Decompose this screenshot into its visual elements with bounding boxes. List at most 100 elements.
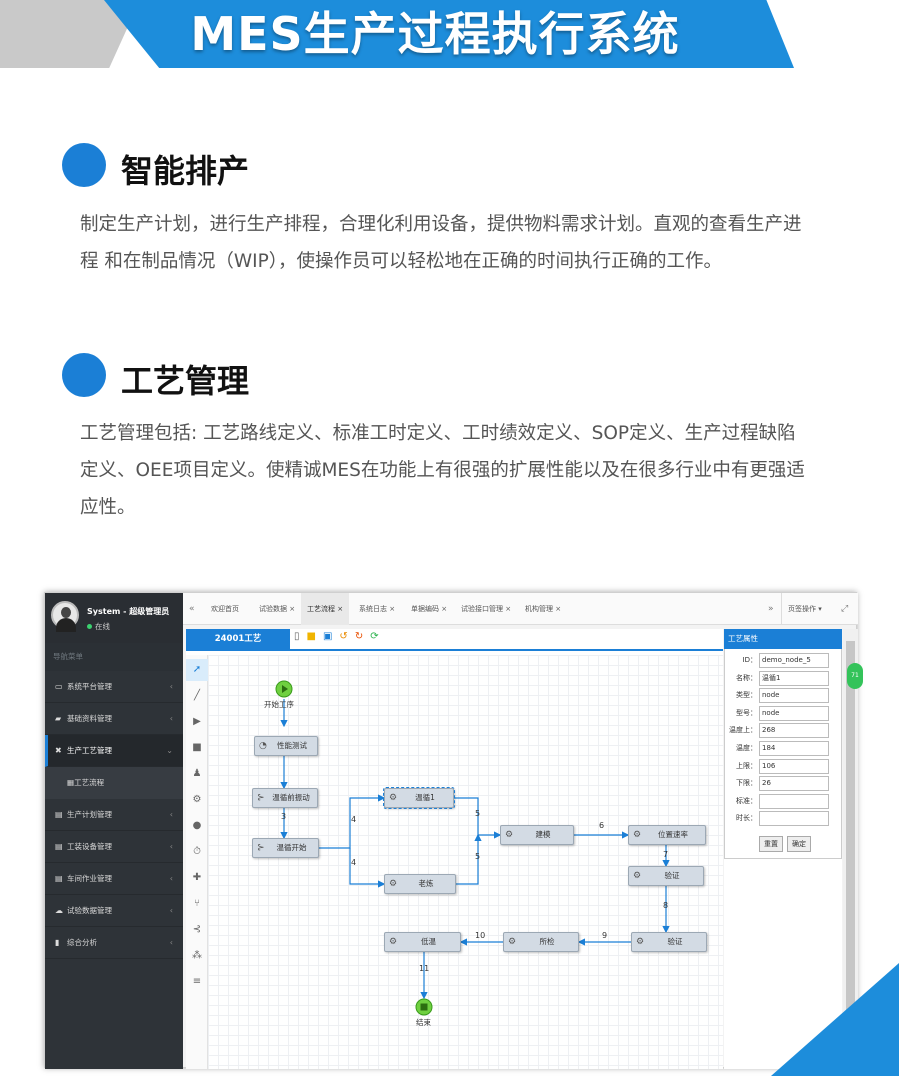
flow-node-cycle-start[interactable]: ⊱温循开始 bbox=[252, 838, 319, 858]
start-event-label: 开始工序 bbox=[264, 700, 294, 709]
sidebar-item-calendar[interactable]: ▤生产计划管理‹ bbox=[45, 799, 183, 831]
vertical-scrollbar[interactable] bbox=[843, 629, 858, 1069]
edge-cycle-start-aging bbox=[349, 848, 386, 888]
undo-icon[interactable]: ↺ bbox=[339, 631, 355, 642]
property-row: ID：demo_node_5 bbox=[725, 653, 843, 669]
end-tool-icon[interactable]: ■ bbox=[192, 742, 202, 753]
sidebar: System - 超级管理员 在线 导航菜单 ▭系统平台管理‹▰基础资料管理‹✖… bbox=[45, 593, 183, 1069]
gear-icon: ⚙ bbox=[389, 793, 398, 803]
fork-icon[interactable]: ⑂ bbox=[194, 898, 200, 909]
tab-1[interactable]: 试验数据 × bbox=[259, 605, 296, 613]
flow-node-inspect[interactable]: ⚙所检 bbox=[503, 932, 579, 952]
start-tool-icon[interactable]: ▶ bbox=[193, 716, 201, 727]
end-event-icon[interactable] bbox=[415, 998, 433, 1016]
fullscreen-icon[interactable]: ⤢ bbox=[841, 604, 849, 614]
flow-node-label: 温循前振动 bbox=[272, 793, 310, 802]
flow-node-aging[interactable]: ⚙老炼 bbox=[384, 874, 456, 894]
tab-5[interactable]: 试验接口管理 × bbox=[461, 605, 512, 613]
property-input[interactable]: 268 bbox=[759, 723, 829, 739]
property-input[interactable]: demo_node_5 bbox=[759, 653, 829, 668]
flow-node-perf[interactable]: ◔性能测试 bbox=[254, 736, 318, 756]
property-input[interactable] bbox=[759, 811, 829, 827]
sidebar-item-chart[interactable]: ▮综合分析‹ bbox=[45, 927, 183, 959]
tab-3[interactable]: 系统日志 × bbox=[359, 605, 396, 613]
plugin-task-icon[interactable]: ✚ bbox=[192, 872, 202, 883]
confirm-button[interactable]: 确定 bbox=[787, 836, 811, 852]
list-icon[interactable]: ≡ bbox=[192, 976, 202, 987]
app-screenshot: System - 超级管理员 在线 导航菜单 ▭系统平台管理‹▰基础资料管理‹✖… bbox=[44, 592, 863, 1069]
start-event-icon[interactable] bbox=[275, 680, 293, 698]
scrollbar-thumb[interactable] bbox=[846, 641, 855, 1051]
flow-edges bbox=[280, 699, 670, 1000]
avatar[interactable] bbox=[51, 601, 79, 632]
side-badge[interactable]: 71 bbox=[847, 663, 863, 689]
property-input[interactable]: 184 bbox=[759, 741, 829, 756]
flow-node-verify2[interactable]: ⚙验证 bbox=[631, 932, 707, 952]
chevron-left-icon: ‹ bbox=[169, 938, 173, 947]
gear-icon: ⚙ bbox=[389, 937, 398, 947]
sidebar-item-label: 工艺流程 bbox=[74, 778, 105, 787]
edge-label: 7 bbox=[663, 850, 669, 859]
edge-label: 8 bbox=[663, 901, 669, 910]
section-title-scheduling: 智能排产 bbox=[121, 152, 250, 190]
timer-task-icon[interactable]: ⏱ bbox=[193, 846, 201, 857]
flow-node-verify1[interactable]: ⚙验证 bbox=[628, 866, 704, 886]
tab-bar: « 欢迎首页 试验数据 × 工艺流程 × 系统日志 × 单据编码 × 试验接口管理 × 机构… bbox=[183, 593, 858, 625]
message-task-icon[interactable]: ● bbox=[192, 820, 202, 831]
tab-6[interactable]: 机构管理 × bbox=[525, 605, 562, 613]
save-icon[interactable]: ▣ bbox=[322, 631, 340, 642]
sidebar-item-monitor[interactable]: ▭系统平台管理‹ bbox=[45, 671, 183, 703]
flow-canvas[interactable]: 开始工序 ◔性能测试 ⊱温循前振动 ⊱温循开始 ⚙温循1 ⚙老炼 ⚙建模 ⚙位置… bbox=[208, 655, 723, 1069]
sidebar-item-label: 试验数据管理 bbox=[67, 906, 112, 915]
flow-node-vib[interactable]: ⊱温循前振动 bbox=[252, 788, 318, 808]
table-icon: ▦ bbox=[67, 778, 75, 787]
group-icon[interactable]: ⁂ bbox=[192, 950, 202, 961]
edge-label: 11 bbox=[419, 964, 430, 973]
flow-node-low-temp[interactable]: ⚙低温 bbox=[384, 932, 461, 952]
refresh-icon[interactable]: ⟳ bbox=[370, 631, 386, 642]
open-folder-icon[interactable]: ■ bbox=[306, 631, 323, 642]
page-ops-menu[interactable]: 页签操作 ▾ bbox=[781, 593, 828, 625]
properties-title: 工艺属性 bbox=[724, 629, 842, 649]
edge-label: 5 bbox=[475, 852, 481, 861]
select-tool-icon[interactable]: ➚ bbox=[186, 659, 208, 681]
join-icon[interactable]: ⊰ bbox=[192, 924, 202, 935]
tab-scroll-right-icon[interactable]: » bbox=[768, 604, 774, 614]
gear-task-icon[interactable]: ⚙ bbox=[192, 794, 202, 805]
tab-scroll-left-icon[interactable]: « bbox=[189, 604, 195, 614]
line-tool-icon[interactable]: ╱ bbox=[193, 690, 201, 701]
tab-4[interactable]: 单据编码 × bbox=[411, 605, 448, 613]
property-input[interactable]: node bbox=[759, 705, 829, 721]
flow-node-label: 建模 bbox=[535, 830, 551, 839]
tab-2[interactable]: 工艺流程 × bbox=[301, 593, 350, 625]
user-status: 在线 bbox=[87, 621, 110, 632]
sidebar-item-table[interactable]: ▦工艺流程 bbox=[45, 767, 183, 799]
property-input[interactable]: 106 bbox=[759, 758, 829, 774]
flow-node-cycle1[interactable]: ⚙温循1 bbox=[383, 787, 455, 809]
property-input[interactable] bbox=[759, 793, 829, 809]
new-file-icon[interactable]: ▯ bbox=[294, 631, 307, 642]
sidebar-item-book[interactable]: ▰基础资料管理‹ bbox=[45, 703, 183, 735]
gear-icon: ⚙ bbox=[633, 871, 642, 881]
flow-node-label: 验证 bbox=[667, 937, 683, 946]
sidebar-item-workshop[interactable]: ▤车间作业管理‹ bbox=[45, 863, 183, 895]
sidebar-item-wrench[interactable]: ✖生产工艺管理⌄ bbox=[45, 735, 183, 767]
flow-node-pos-rate[interactable]: ⚙位置速率 bbox=[628, 825, 706, 845]
sidebar-item-device[interactable]: ▤工装设备管理‹ bbox=[45, 831, 183, 863]
property-input[interactable]: node bbox=[759, 688, 829, 704]
tab-0[interactable]: 欢迎首页 bbox=[211, 605, 239, 613]
chart-icon: ▮ bbox=[55, 938, 60, 947]
flow-node-model[interactable]: ⚙建模 bbox=[500, 825, 574, 845]
reset-button[interactable]: 重置 bbox=[759, 836, 783, 852]
property-input[interactable]: 26 bbox=[759, 776, 829, 792]
edge-label: 9 bbox=[602, 931, 608, 940]
redo-icon[interactable]: ↻ bbox=[354, 631, 371, 642]
property-input[interactable]: 温循1 bbox=[759, 670, 829, 686]
edge-label: 4 bbox=[351, 815, 357, 824]
user-task-icon[interactable]: ♟ bbox=[192, 768, 202, 779]
chevron-down-icon: ⌄ bbox=[166, 746, 173, 755]
section-text-scheduling: 制定生产计划，进行生产排程，合理化利用设备，提供物料需求计划。直观的查看生产进程… bbox=[80, 214, 802, 272]
sidebar-item-cloud[interactable]: ☁试验数据管理‹ bbox=[45, 895, 183, 927]
edge-cycle1-model bbox=[454, 797, 502, 839]
gear-icon: ⚙ bbox=[389, 879, 398, 889]
